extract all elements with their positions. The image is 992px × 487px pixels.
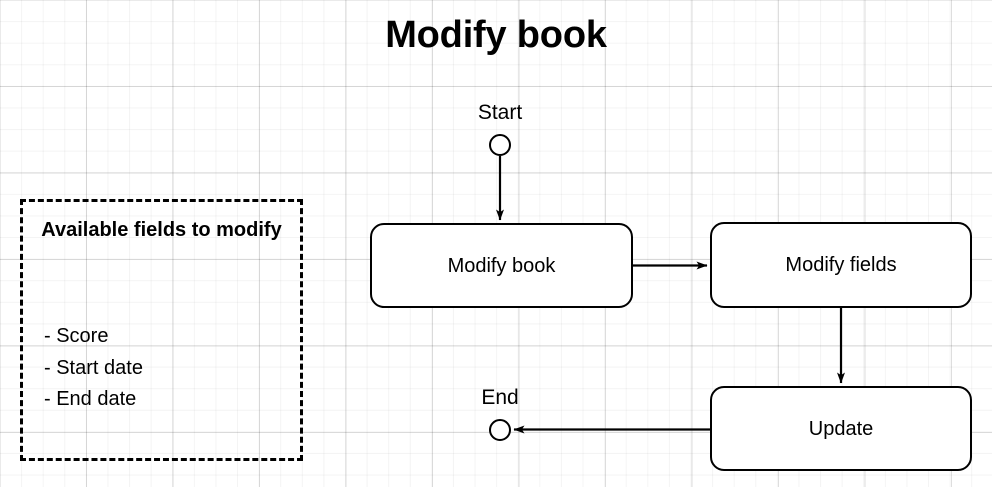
start-label: Start (477, 101, 523, 124)
end-label: End (481, 386, 519, 409)
available-fields-list: - Score - Start date - End date (44, 321, 274, 416)
available-fields-heading: Available fields to modify (41, 219, 282, 241)
available-fields-note-box[interactable]: Available fields to modify - Score - Sta… (20, 199, 303, 461)
node-update[interactable]: Update (710, 386, 972, 471)
page-title: Modify book (385, 14, 607, 56)
list-item: - Start date (44, 356, 143, 379)
start-node-circle[interactable] (489, 134, 511, 156)
node-label: Update (808, 417, 874, 440)
list-item: - Score (44, 325, 109, 347)
node-label: Modify book (447, 254, 556, 277)
node-modify-book[interactable]: Modify book (370, 223, 633, 308)
node-label: Modify fields (785, 254, 897, 276)
node-modify-fields[interactable]: Modify fields (710, 222, 972, 308)
end-node-circle[interactable] (489, 419, 511, 441)
list-item: - End date (44, 388, 137, 410)
